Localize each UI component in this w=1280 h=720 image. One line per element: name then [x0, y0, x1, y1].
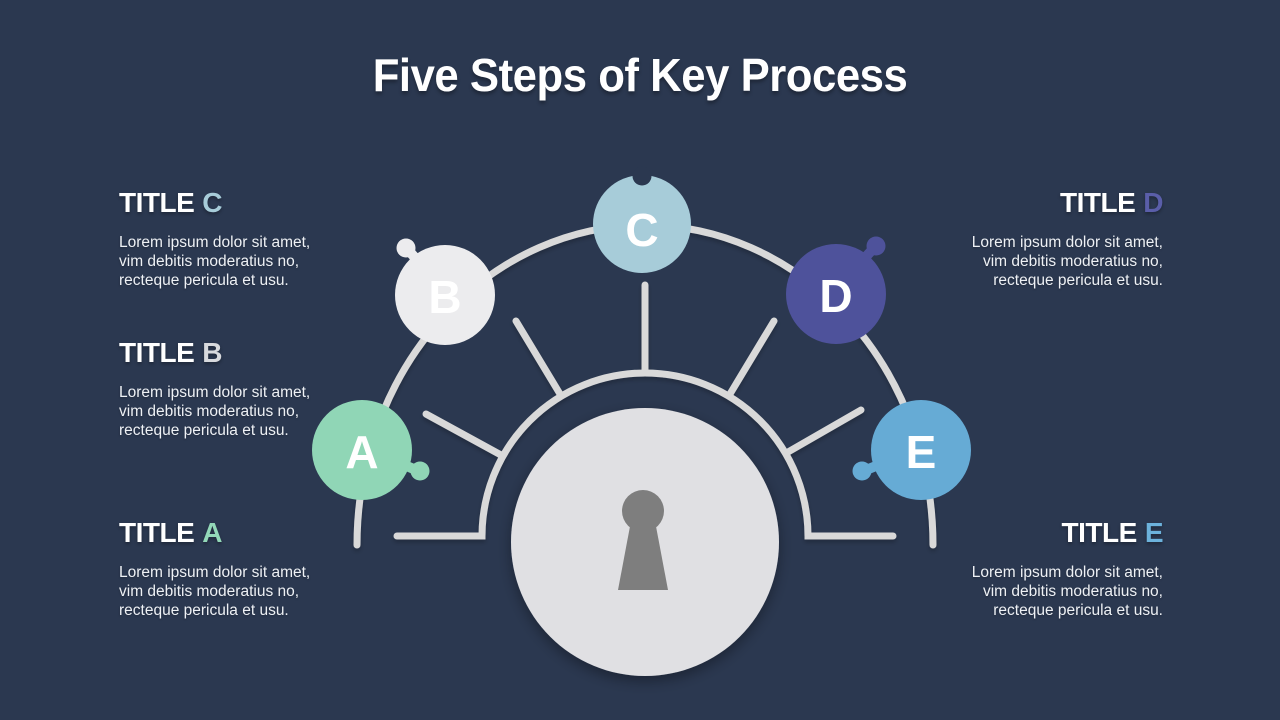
spoke-line	[512, 317, 564, 398]
block-title-letter: B	[202, 337, 222, 368]
block-body-line: recteque pericula et usu.	[993, 602, 1163, 619]
page-title: Five Steps of Key Process	[372, 49, 908, 101]
step-circle-e: E	[852, 400, 971, 500]
step-letter: A	[345, 426, 378, 478]
block-body-line: Lorem ipsum dolor sit amet,	[119, 384, 311, 401]
block-body-c: Lorem ipsum dolor sit amet, vim debitis …	[119, 233, 389, 290]
block-body-a: Lorem ipsum dolor sit amet, vim debitis …	[119, 563, 389, 620]
block-body-line: vim debitis moderatius no,	[982, 583, 1163, 600]
step-letter: E	[906, 426, 937, 478]
step-letter: C	[625, 204, 658, 256]
block-body-line: Lorem ipsum dolor sit amet,	[119, 564, 311, 581]
block-title-word: TITLE	[119, 337, 195, 368]
block-body-line: recteque pericula et usu.	[119, 422, 289, 439]
block-title-word: TITLE	[1060, 187, 1136, 218]
spoke-line	[726, 317, 778, 398]
step-circle	[871, 400, 971, 500]
block-title-word: TITLE	[1061, 517, 1138, 548]
block-body-line: vim debitis moderatius no,	[119, 583, 300, 600]
step-nub	[852, 461, 872, 481]
block-body-line: vim debitis moderatius no,	[119, 253, 300, 270]
block-body-line: vim debitis moderatius no,	[119, 403, 300, 420]
block-body-line: recteque pericula et usu.	[993, 272, 1163, 289]
block-body-d: Lorem ipsum dolor sit amet, vim debitis …	[893, 233, 1163, 290]
keyhole-glyph-body	[618, 521, 668, 590]
step-letter: D	[819, 270, 852, 322]
step-circle-d: D	[786, 236, 886, 344]
block-title-letter: D	[1143, 187, 1163, 218]
block-title-word: TITLE	[119, 517, 195, 548]
block-body-b: Lorem ipsum dolor sit amet, vim debitis …	[119, 383, 389, 440]
block-body-line: vim debitis moderatius no,	[982, 253, 1163, 270]
block-title-letter: A	[202, 517, 222, 548]
block-body-line: recteque pericula et usu.	[119, 272, 289, 289]
step-nub	[396, 238, 416, 258]
step-circle	[786, 244, 886, 344]
step-circle-b: B	[395, 238, 495, 345]
step-circle-c: C	[593, 166, 691, 273]
step-letter: B	[428, 271, 461, 323]
block-body-e: Lorem ipsum dolor sit amet, vim debitis …	[893, 563, 1163, 620]
step-nub	[410, 461, 430, 481]
block-body-line: Lorem ipsum dolor sit amet,	[971, 234, 1163, 251]
block-body-line: recteque pericula et usu.	[119, 602, 289, 619]
step-circle	[395, 245, 495, 345]
step-circle	[593, 175, 691, 273]
step-circle	[312, 400, 412, 500]
block-title-word: TITLE	[119, 187, 195, 218]
block-body-line: Lorem ipsum dolor sit amet,	[119, 234, 311, 251]
spoke-line	[784, 406, 865, 456]
block-title-letter: C	[202, 187, 222, 218]
step-nub	[866, 236, 886, 256]
step-notch	[632, 166, 652, 186]
keyhole-icon	[511, 408, 779, 676]
spoke-line	[422, 410, 505, 459]
block-title-letter: E	[1144, 517, 1164, 548]
step-circle-a: A	[312, 400, 430, 500]
block-body-line: Lorem ipsum dolor sit amet,	[971, 564, 1163, 581]
